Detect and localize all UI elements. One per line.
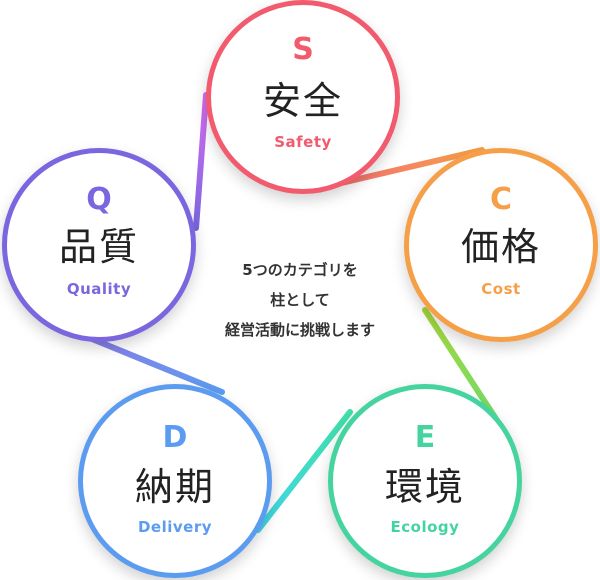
center-caption-line-2: 柱として: [270, 291, 330, 309]
node-cost: C 価格 Cost: [404, 148, 598, 342]
node-delivery-kanji: 納期: [134, 465, 215, 509]
center-caption-line-3: 経営活動に挑戦します: [224, 321, 375, 339]
node-safety-english: Safety: [274, 133, 332, 151]
link-ecology-delivery: [255, 409, 353, 533]
node-safety-kanji: 安全: [262, 79, 343, 123]
node-quality-english: Quality: [66, 280, 132, 298]
center-caption-line-1: 5つのカテゴリを: [242, 261, 358, 279]
node-ecology-kanji: 環境: [384, 465, 465, 509]
node-safety: S 安全 Safety: [206, 0, 400, 194]
node-safety-letter: S: [292, 32, 314, 67]
node-cost-letter: C: [489, 182, 513, 217]
node-quality: Q 品質 Quality: [2, 148, 196, 342]
center-caption: 5つのカテゴリを 柱として 経営活動に挑戦します: [190, 255, 410, 345]
node-delivery-english: Delivery: [137, 518, 213, 536]
node-ecology-english: Ecology: [390, 518, 460, 536]
node-delivery: D 納期 Delivery: [78, 384, 272, 578]
node-cost-kanji: 価格: [460, 225, 541, 269]
node-delivery-letter: D: [162, 420, 188, 455]
link-safety-quality: [193, 92, 209, 231]
node-quality-letter: Q: [86, 182, 112, 217]
node-cost-english: Cost: [481, 280, 521, 298]
node-ecology: E 環境 Ecology: [328, 384, 522, 578]
node-quality-kanji: 品質: [58, 225, 139, 269]
node-ecology-letter: E: [414, 420, 436, 455]
